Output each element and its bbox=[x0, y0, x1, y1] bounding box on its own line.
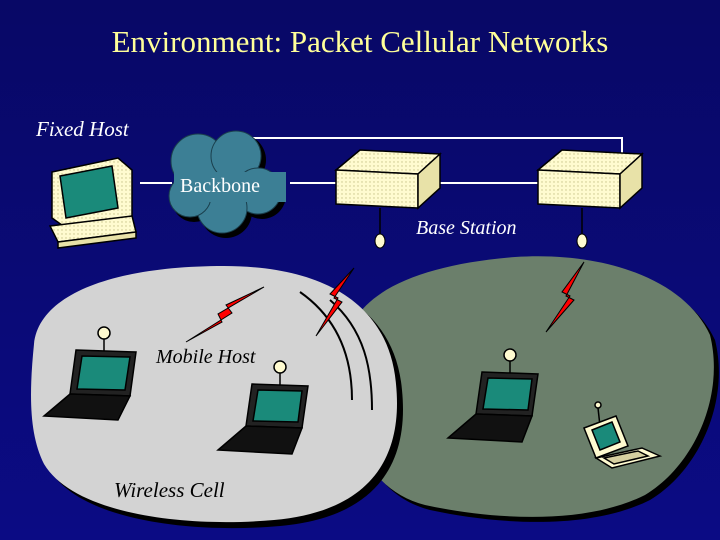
slide-title: Environment: Packet Cellular Networks bbox=[111, 24, 609, 59]
laptop-icon bbox=[42, 326, 137, 421]
base-station-label: Base Station bbox=[416, 217, 517, 239]
backbone-cloud-icon bbox=[168, 130, 286, 238]
base-station-icon bbox=[536, 149, 644, 235]
laptop-icon bbox=[446, 348, 539, 443]
laptop-icon bbox=[216, 360, 309, 455]
lightning-bolt-icon bbox=[185, 286, 265, 343]
fixed-host-label: Fixed Host bbox=[36, 117, 129, 141]
wireless-cell-label: Wireless Cell bbox=[114, 478, 225, 502]
mobile-host-label: Mobile Host bbox=[156, 346, 256, 368]
wireless-cell-left bbox=[31, 266, 403, 529]
lightning-bolt-icon bbox=[315, 267, 355, 337]
antenna-icon bbox=[576, 233, 588, 249]
base-station-icon bbox=[334, 149, 442, 235]
antenna-icon bbox=[374, 233, 386, 249]
lightning-bolt-icon bbox=[545, 261, 585, 333]
handheld-device-icon bbox=[583, 401, 663, 469]
fixed-host-computer-icon bbox=[48, 157, 137, 249]
backbone-label: Backbone bbox=[180, 175, 260, 197]
